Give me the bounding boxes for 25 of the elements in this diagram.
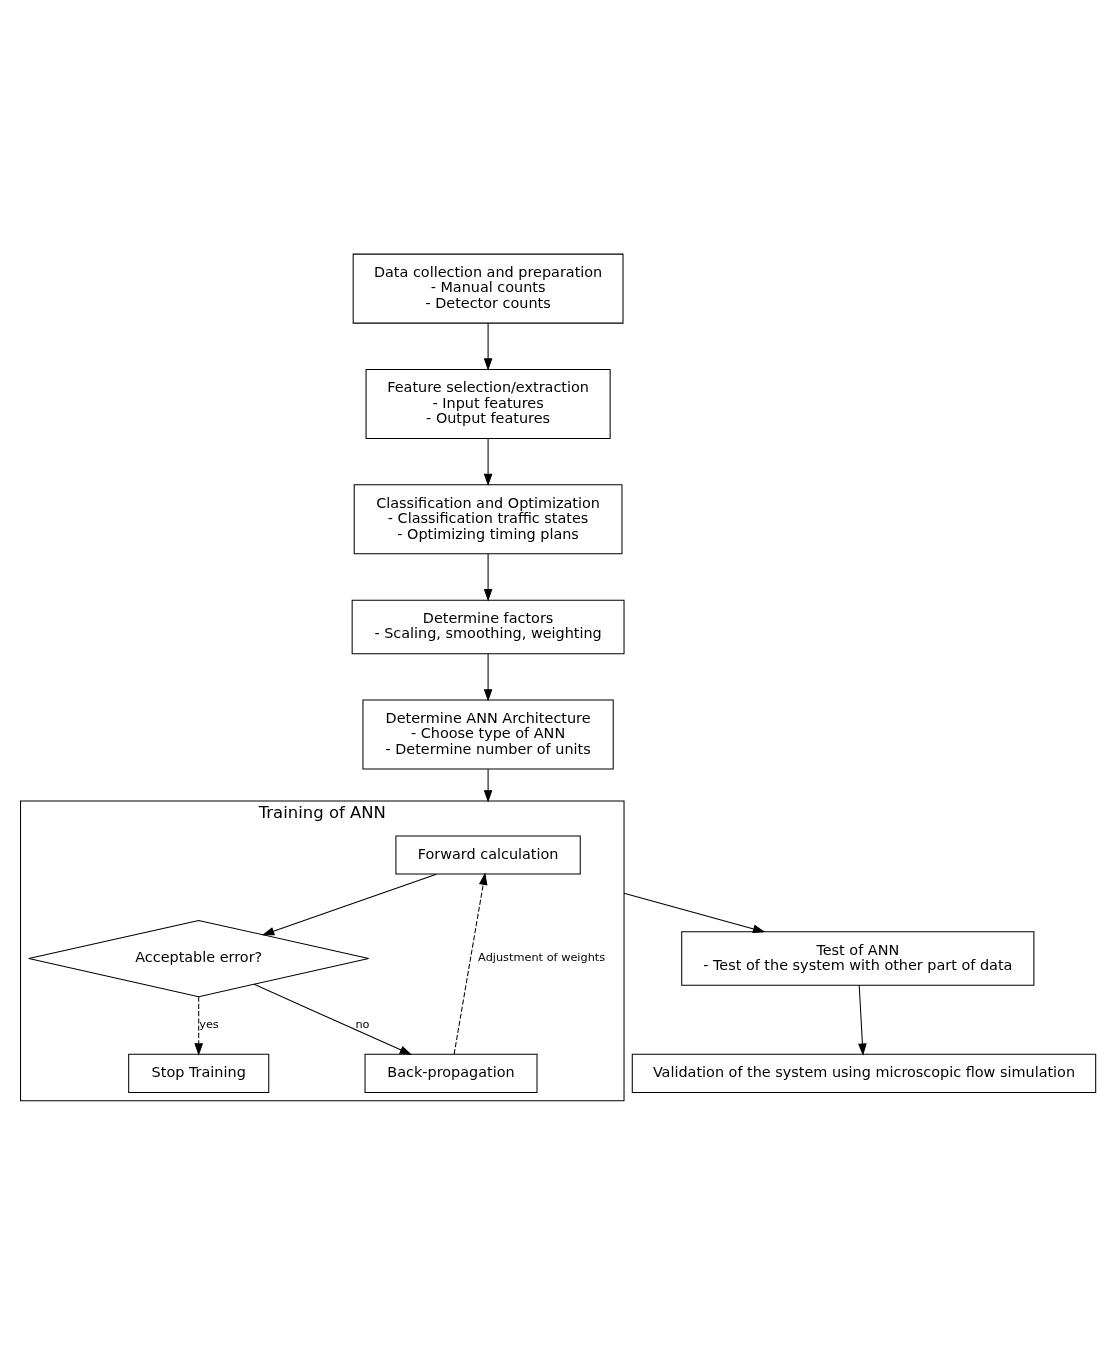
arrow xyxy=(483,653,493,702)
node-box: Validation of the system using microscopic flow simulation xyxy=(631,1053,1097,1093)
node-box: Determine factors - Scaling, smoothing, weighting xyxy=(351,599,625,655)
node-diamond: Acceptable error? xyxy=(28,919,370,998)
node-box: Forward calculation xyxy=(395,835,581,875)
arrow xyxy=(483,322,493,371)
edge-label: no xyxy=(355,1017,370,1032)
edge-label: Adjustment of weights xyxy=(478,950,606,965)
arrow xyxy=(483,553,493,602)
node-box: Classification and Optimization - Classification traffic states - Optimizing timing plans xyxy=(353,484,623,555)
edge-label: yes xyxy=(199,1017,219,1032)
arrow xyxy=(483,438,493,487)
arrow xyxy=(261,873,437,936)
node-box: Data collection and preparation - Manual counts - Detector counts xyxy=(352,253,624,324)
node-box: Determine ANN Architecture - Choose type of ANN - Determine number of units xyxy=(362,699,614,770)
node-box: Back-propagation xyxy=(364,1053,538,1093)
node-box: Test of ANN - Test of the system with other part of data xyxy=(681,931,1035,986)
arrow xyxy=(253,983,413,1055)
arrow xyxy=(194,996,204,1056)
node-box: Stop Training xyxy=(128,1053,270,1093)
arrow xyxy=(453,872,488,1055)
arrow xyxy=(858,984,867,1056)
node-box: Feature selection/extraction - Input features - Output features xyxy=(365,368,611,439)
arrow xyxy=(623,892,766,934)
arrow xyxy=(483,768,493,803)
